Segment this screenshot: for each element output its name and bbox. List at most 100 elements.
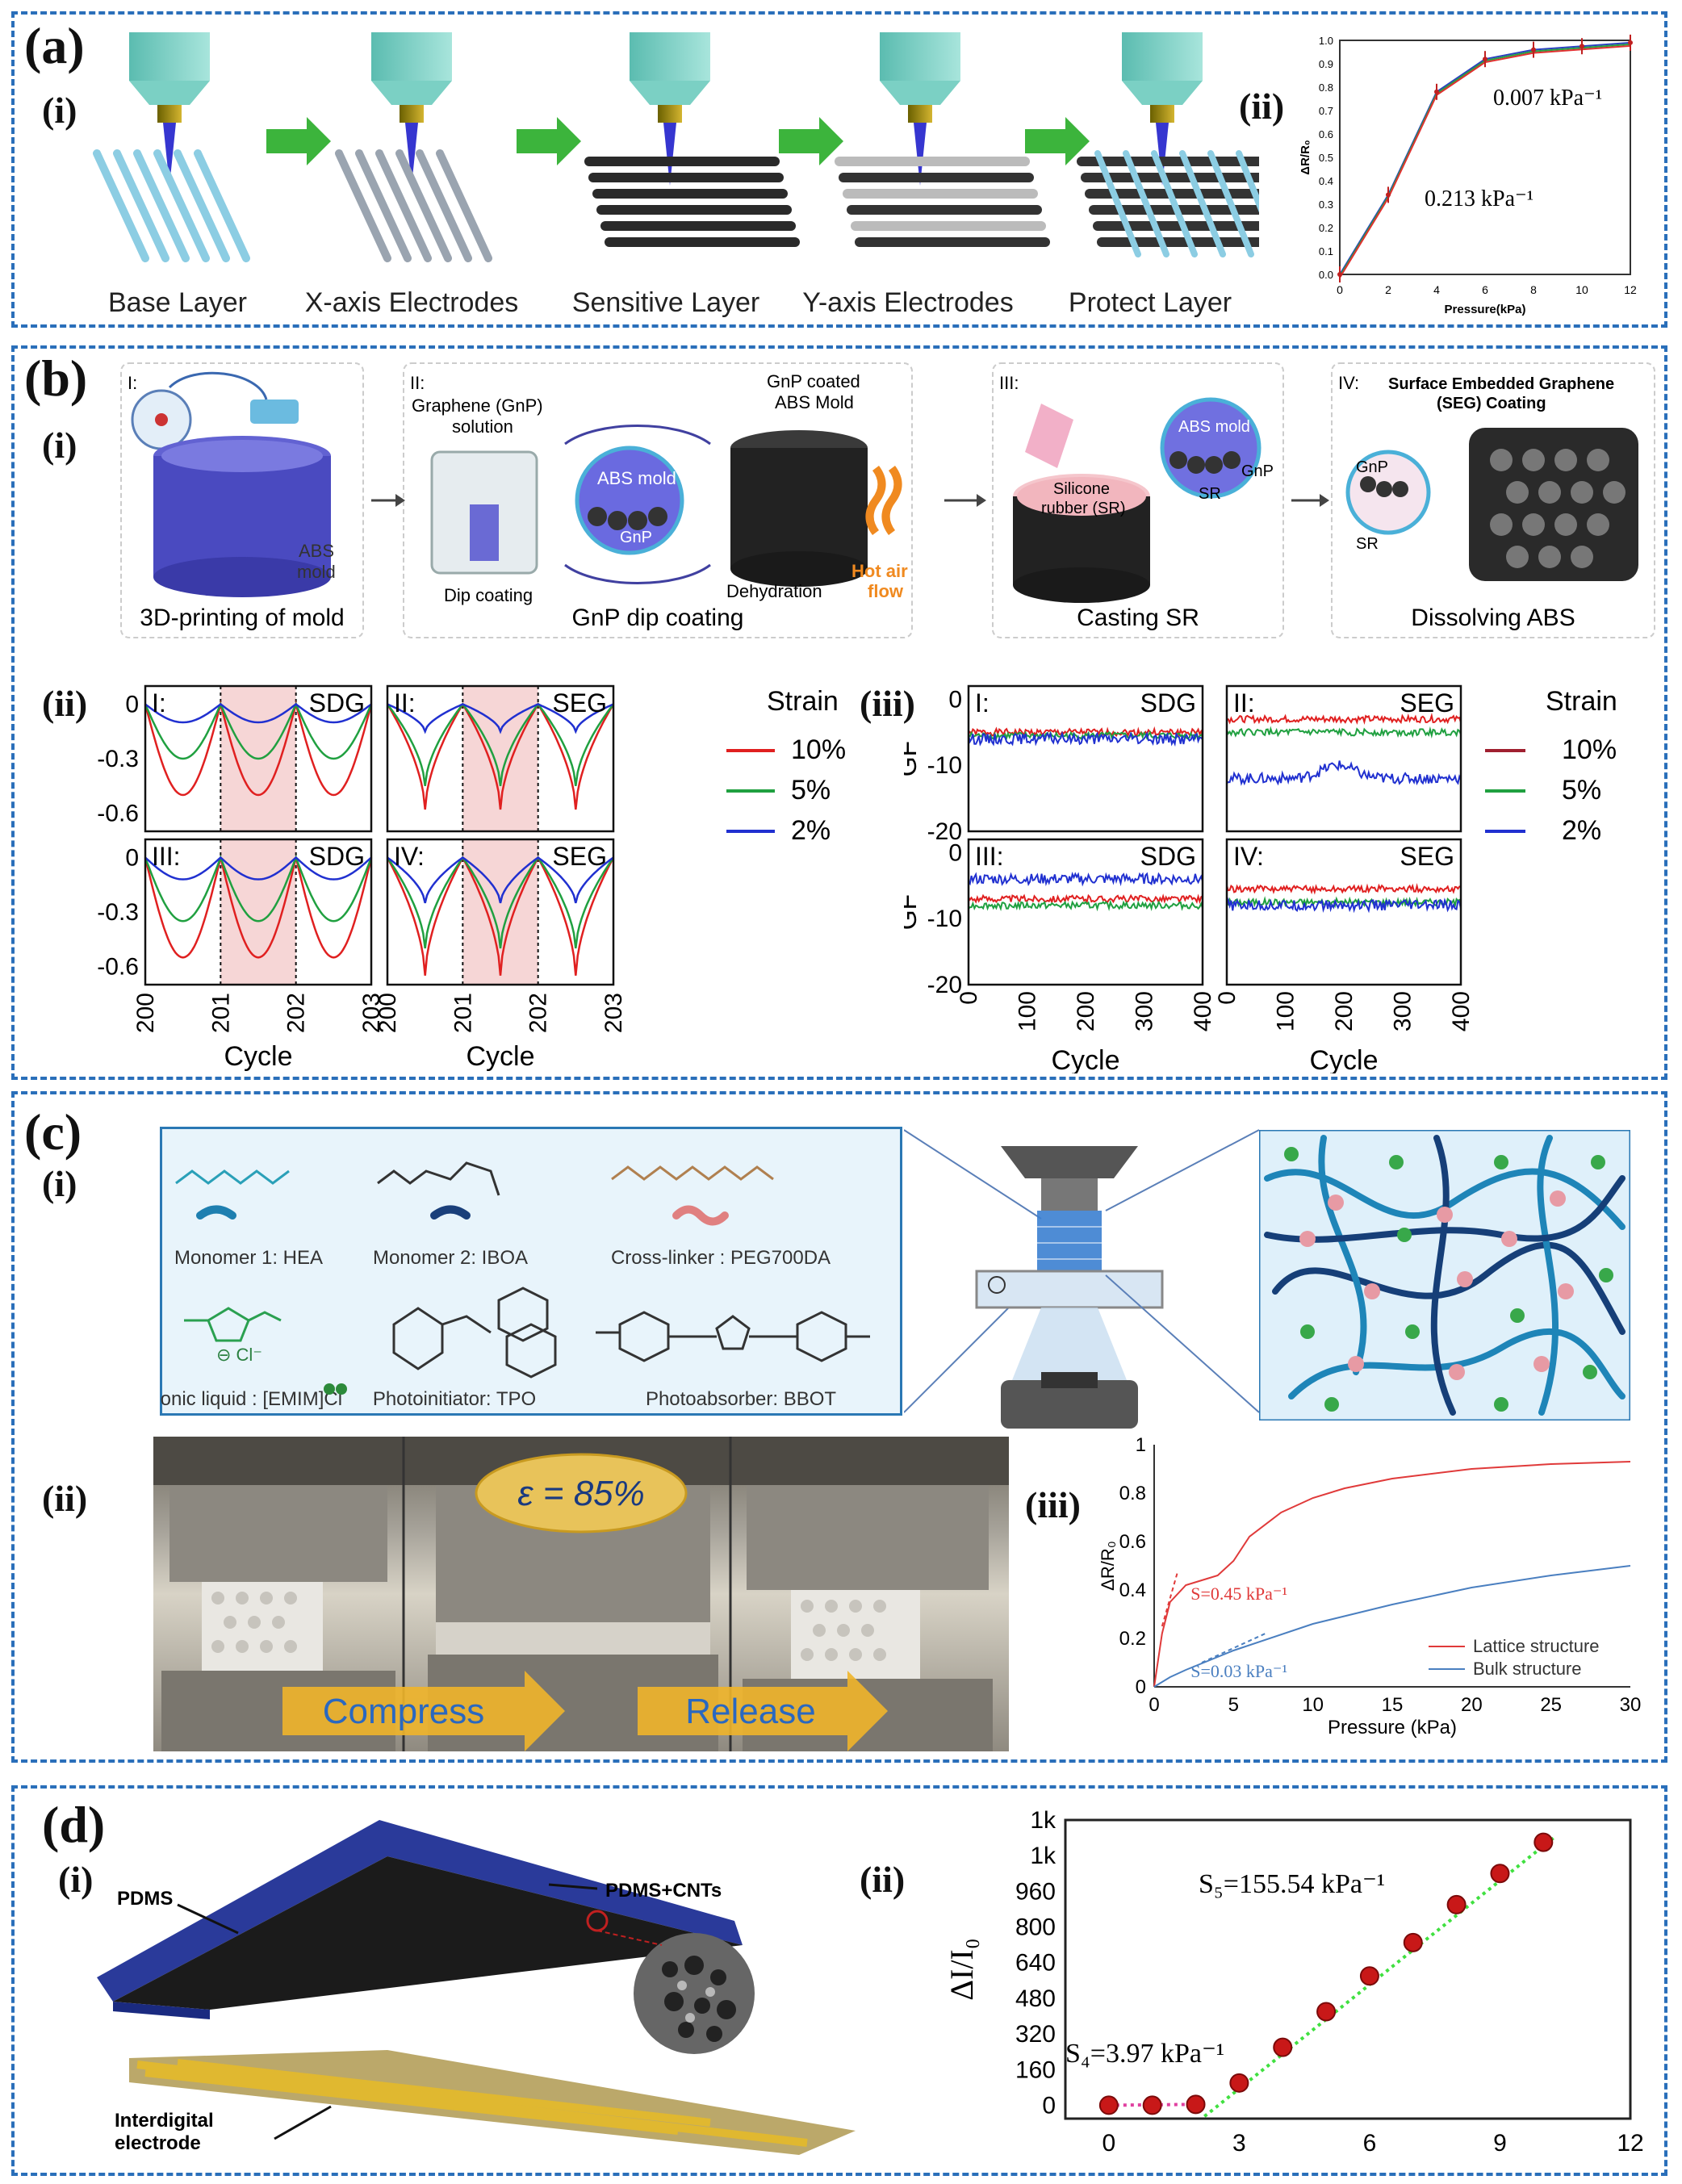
subplot-label: IV: xyxy=(1233,842,1264,871)
series-line xyxy=(1153,1461,1631,1688)
seg-coating-label: (SEG) Coating xyxy=(1437,395,1546,412)
x-tick-label: 8 xyxy=(1530,283,1537,296)
gf-series-line xyxy=(968,730,1203,747)
strain-series-line xyxy=(144,700,373,797)
y-tick-label: 0.4 xyxy=(1119,1579,1146,1601)
strain-series-line xyxy=(144,856,372,881)
print-step-3 xyxy=(584,32,800,247)
panel-c xyxy=(11,1091,1667,1763)
y-tick-label: -20 xyxy=(927,818,962,845)
y-tick-label: -20 xyxy=(927,972,962,998)
chem-iboa: Monomer 2: IBOA xyxy=(373,1247,528,1269)
interdigital-label: Interdigital xyxy=(115,2110,214,2132)
y-tick-label: 0.1 xyxy=(1319,245,1333,257)
y-tick-label: 0 xyxy=(948,839,962,866)
data-point xyxy=(1628,40,1633,45)
x-tick-label: 2 xyxy=(1385,283,1391,296)
data-point xyxy=(1386,192,1391,198)
x-tick-label: 203 xyxy=(600,993,627,1033)
pdms-cnt-sensor-illustration: PDMS PDMS+CNTs Interdigital electrode xyxy=(97,1820,856,2155)
arrow-icon xyxy=(266,117,331,165)
data-point xyxy=(1316,2002,1337,2022)
dlp-printer-illustration xyxy=(904,1129,1259,1429)
gf-series-line xyxy=(1226,726,1462,739)
flow-label: flow xyxy=(868,581,904,601)
gf-series-line xyxy=(968,730,1203,741)
x-axis-label: Pressure(kPa) xyxy=(1445,303,1526,316)
layer-label-x: X-axis Electrodes xyxy=(305,287,519,318)
x-tick-label: 200 xyxy=(1073,991,1099,1031)
y-tick-label: 0.8 xyxy=(1119,1483,1146,1504)
step-ii-num: II: xyxy=(410,373,425,393)
highlight-cycle xyxy=(220,839,296,985)
x-tick-label: 200 xyxy=(1331,991,1358,1031)
data-point xyxy=(1446,1894,1467,1914)
series-line xyxy=(1339,43,1631,277)
y-tick-label: 0.4 xyxy=(1319,175,1333,187)
chem-tpo: Photoinitiator: TPO xyxy=(373,1388,536,1410)
arrow-icon xyxy=(1025,117,1090,165)
lattice-slope-label: S=0.45 kPa⁻¹ xyxy=(1190,1584,1287,1604)
s4-label: S₄=3.97 kPa⁻¹ xyxy=(1065,2039,1224,2069)
gf-series-line xyxy=(1226,883,1462,895)
subplot-tag: SEG xyxy=(552,842,607,871)
data-point xyxy=(1337,272,1342,277)
x-tick-label: 6 xyxy=(1363,2130,1377,2157)
svg-text:⊖ Cl⁻: ⊖ Cl⁻ xyxy=(216,1345,262,1365)
x-tick-label: 200 xyxy=(132,993,159,1033)
fit-line-s5 xyxy=(1203,1834,1558,2118)
legend-title-b-iii: Strain xyxy=(1546,686,1617,717)
arrow-icon xyxy=(779,117,843,165)
print-step-2 xyxy=(335,32,492,262)
x-tick-label: 30 xyxy=(1620,1694,1642,1716)
y-tick-label: 0.5 xyxy=(1319,152,1333,164)
legend-10-b-ii: 10% xyxy=(791,734,846,765)
subplot-label: I: xyxy=(152,688,166,718)
electrode-label: electrode xyxy=(115,2132,201,2154)
y-axis-label: ΔR/R₀ xyxy=(1098,1541,1118,1591)
step-iv-num: IV: xyxy=(1338,373,1359,393)
x-tick-label: 400 xyxy=(1190,991,1216,1031)
abs-mold-iii-label: ABS mold xyxy=(1178,418,1250,436)
chem-bbot: Photoabsorber: BBOT xyxy=(646,1388,836,1410)
step-iii-caption: Casting SR xyxy=(1077,605,1199,631)
gf-series-line xyxy=(968,872,1203,887)
x-tick-label: 202 xyxy=(283,993,310,1033)
y-tick-label: 0.2 xyxy=(1119,1628,1146,1650)
strain-label: ε = 85% xyxy=(517,1474,645,1513)
x-tick-label: 203 xyxy=(358,993,385,1033)
subplot-frame xyxy=(1225,838,1462,986)
step-iii-num: III: xyxy=(999,373,1019,393)
print-step-1 xyxy=(93,32,250,262)
subplot-tag: SEG xyxy=(1400,688,1454,718)
strain-series-line xyxy=(144,701,373,760)
x-tick-label: 0 xyxy=(956,991,982,1005)
data-point xyxy=(1490,1864,1510,1884)
seg-fabrication-illustration: I: ABS mold 3D-printing of mold II: Grap… xyxy=(120,362,1655,638)
x-tick-label: 10 xyxy=(1302,1694,1324,1716)
x-tick-label: 10 xyxy=(1575,283,1588,296)
subplot-label: IV: xyxy=(394,842,425,871)
panel-d-label: (d) xyxy=(42,1796,106,1853)
layer-label-protect: Protect Layer xyxy=(1069,287,1232,318)
subplot-frame xyxy=(386,684,615,833)
subplot-tag: SDG xyxy=(309,688,365,718)
x-tick-label: 4 xyxy=(1433,283,1440,296)
slope-high-label: 0.007 kPa⁻¹ xyxy=(1493,86,1602,111)
hot-air-label: Hot air xyxy=(851,561,908,581)
x-tick-label: 300 xyxy=(1390,991,1416,1031)
x-tick-label: 25 xyxy=(1540,1694,1562,1716)
y-tick-label: 320 xyxy=(1015,2021,1056,2048)
gnp-iii-label: GnP xyxy=(1241,462,1274,480)
subplot-frame xyxy=(144,684,373,833)
x-axis-label: Pressure (kPa) xyxy=(1328,1717,1457,1738)
x-tick-label: 400 xyxy=(1448,991,1475,1031)
legend-5-b-ii: 5% xyxy=(791,775,831,805)
gf-series-line xyxy=(1226,897,1462,914)
panel-a xyxy=(11,11,1667,328)
x-tick-label: 0 xyxy=(1149,1694,1159,1716)
pdms-cnts-label: PDMS+CNTs xyxy=(605,1880,722,1902)
y-tick-label: 0 xyxy=(1136,1676,1146,1698)
strain-series-line xyxy=(387,703,614,734)
